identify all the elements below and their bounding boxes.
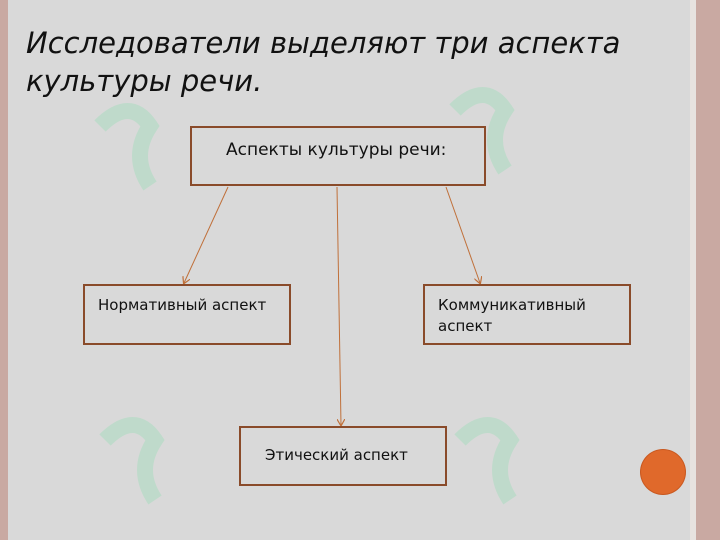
watermark-logo (94, 103, 160, 191)
slide-title: Исследователи выделяют три аспекта культ… (26, 26, 621, 98)
accent-dot (641, 450, 685, 494)
slide-edge (690, 0, 720, 540)
watermark-logo (454, 417, 520, 505)
arrow-to-ethical (336, 186, 341, 425)
root-node: Аспекты культуры речи: (190, 126, 486, 186)
node-normative: Нормативный аспект (83, 284, 291, 345)
node-ethical-label: Этический аспект (265, 446, 408, 464)
arrow-to-communicative (445, 186, 480, 283)
node-ethical: Этический аспект (239, 426, 447, 486)
node-normative-label: Нормативный аспект (98, 296, 267, 314)
arrow-to-normative (184, 186, 229, 283)
node-communicative-label: Коммуникативный аспект (438, 296, 586, 335)
slide-background (8, 0, 690, 540)
node-communicative: Коммуникативный аспект (423, 284, 631, 345)
root-node-label: Аспекты культуры речи: (226, 140, 447, 160)
watermark-logo (449, 87, 515, 175)
watermark-logo (99, 417, 165, 505)
